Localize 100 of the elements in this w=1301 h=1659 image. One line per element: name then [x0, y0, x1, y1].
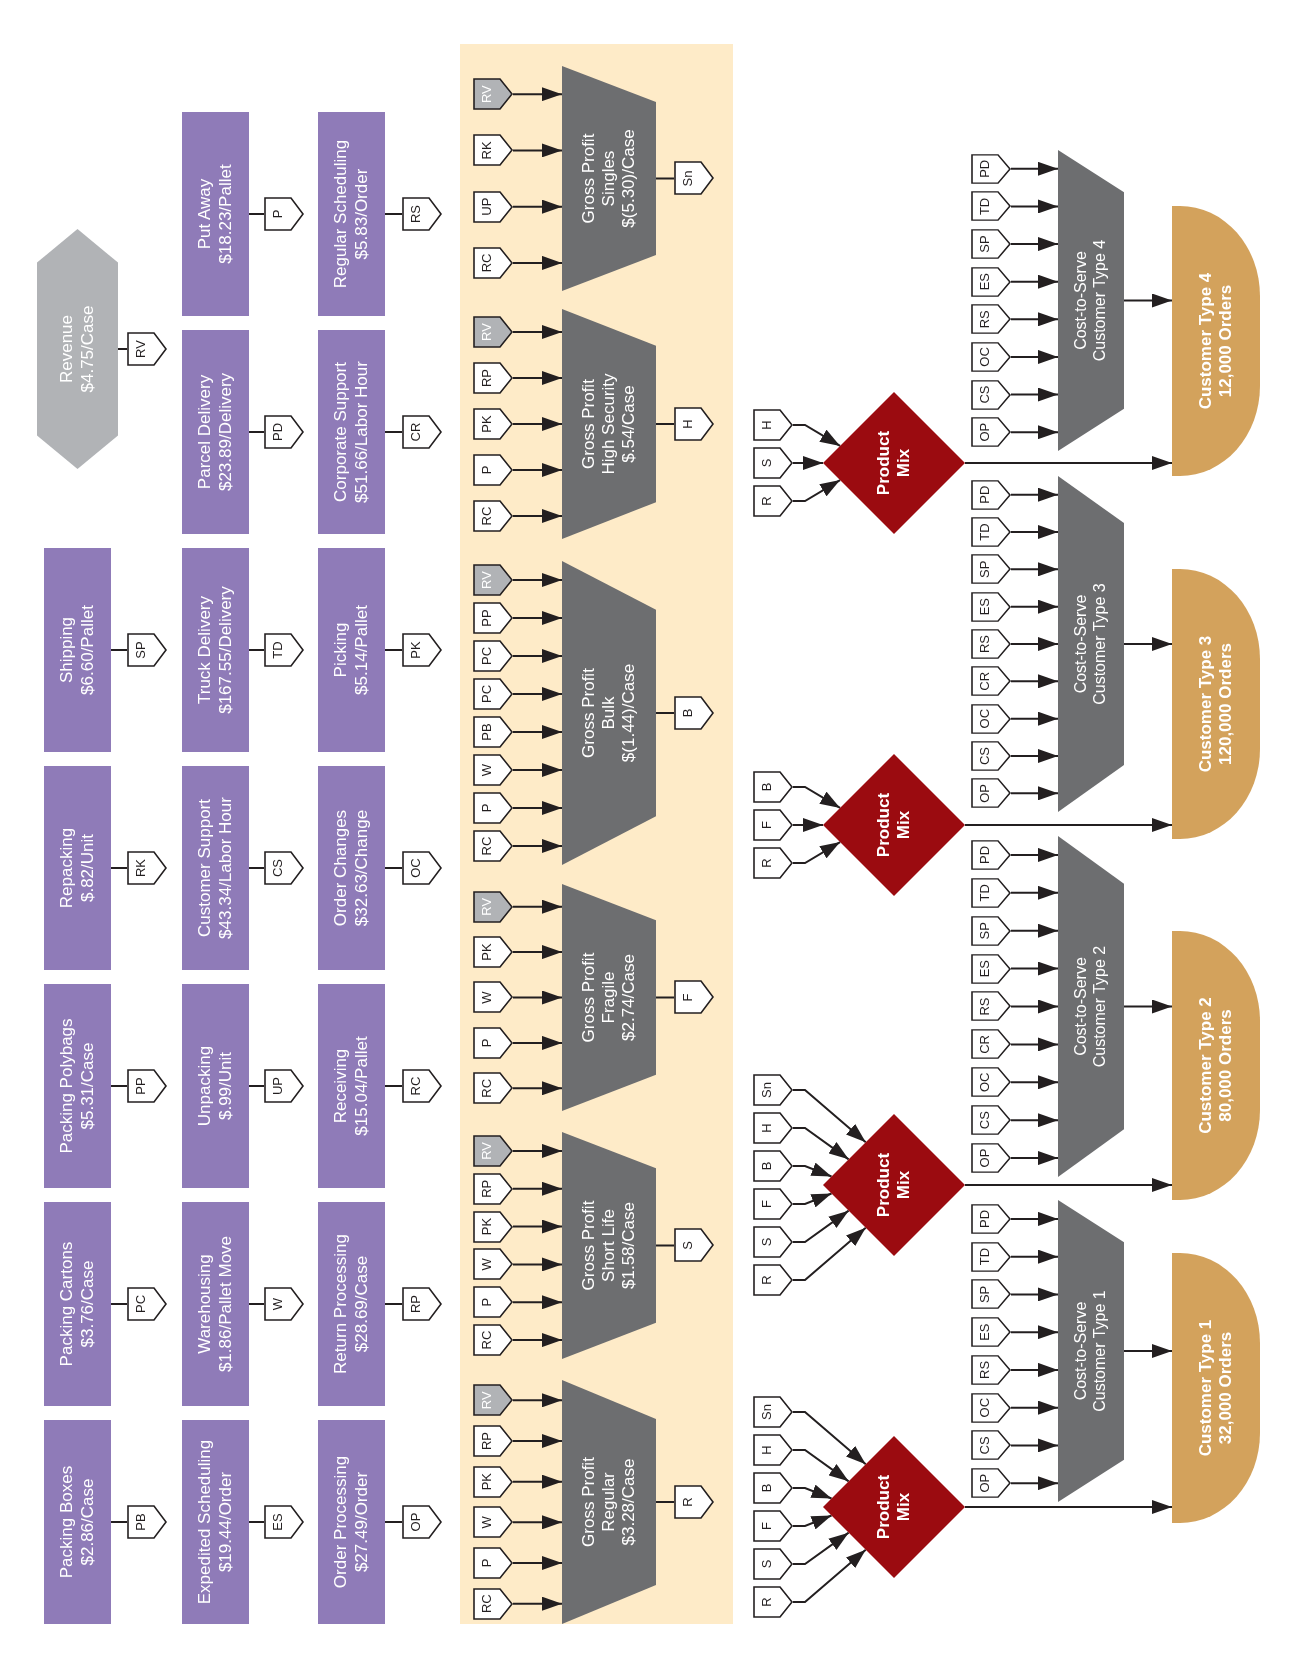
activity-box	[44, 1420, 111, 1624]
connector-tag	[971, 666, 1011, 697]
arrow	[1010, 1287, 1059, 1302]
node-label: CS	[977, 1111, 993, 1130]
node-label: PD	[270, 422, 286, 442]
node-label: Product Mix	[873, 791, 914, 860]
node-label: RC	[479, 836, 495, 856]
arrow	[1123, 999, 1173, 1014]
connector-tag	[971, 703, 1011, 734]
arrow	[1010, 847, 1059, 862]
connector-tag	[473, 678, 513, 710]
node-label: ES	[977, 959, 993, 978]
node-label: Unpacking	[195, 1045, 216, 1127]
arrow	[1010, 199, 1059, 214]
arrow	[1010, 1075, 1059, 1090]
arrow	[512, 199, 563, 214]
arrow	[512, 1393, 563, 1408]
connector-tag	[971, 1067, 1011, 1098]
node-label: $2.74/Case	[619, 954, 639, 1041]
node-label: RK	[133, 858, 149, 878]
connector-tag	[971, 915, 1011, 946]
node-label: PB	[479, 723, 495, 741]
node-label: $51.66/Labor Hour	[351, 361, 372, 503]
node-label: F	[680, 993, 696, 1002]
node-label: Customer Type 4	[1091, 239, 1109, 362]
node-label: Warehousing	[195, 1254, 216, 1354]
connector-tag	[264, 1287, 304, 1321]
connector-tag	[473, 1172, 513, 1205]
connector-tag	[971, 1430, 1011, 1461]
arrow	[792, 1127, 850, 1161]
connector-tag	[473, 640, 513, 672]
arrow	[1010, 161, 1059, 176]
arrow	[792, 479, 842, 502]
node-label: CR	[408, 422, 424, 442]
node-label: Order Processing	[331, 1455, 352, 1589]
node-label: OP	[977, 422, 993, 442]
node-label: $3.76/Case	[77, 1260, 98, 1348]
node-label: $43.34/Labor Hour	[215, 797, 236, 939]
arrow	[512, 509, 563, 523]
arrow	[792, 1484, 833, 1500]
arrow	[792, 1162, 833, 1178]
node-label: F	[759, 1200, 775, 1208]
arrow	[792, 456, 824, 470]
node-label: P	[270, 209, 286, 219]
activity-box	[182, 984, 249, 1188]
connector-tag	[753, 1226, 793, 1258]
arrow	[1123, 293, 1173, 308]
node-label: OC	[977, 347, 993, 367]
connector-line	[110, 649, 128, 651]
arrow	[512, 839, 563, 853]
node-label: RV	[479, 1391, 495, 1410]
node-label: $1.86/Pallet Move	[215, 1235, 236, 1373]
arrow	[1010, 1211, 1059, 1226]
node-label: Cost-to-Serve	[1072, 957, 1091, 1056]
node-label: OC	[977, 1397, 993, 1418]
arrow	[512, 763, 563, 777]
node-label: PK	[479, 943, 495, 961]
connector-line	[384, 213, 403, 215]
node-label: PP	[479, 609, 495, 627]
connector-line	[384, 867, 403, 869]
node-label: Parcel Delivery	[195, 374, 216, 490]
node-label: TD	[977, 523, 993, 541]
connector-tag	[971, 1279, 1011, 1310]
node-label: R	[759, 1597, 775, 1607]
arrow	[1010, 1362, 1059, 1377]
connector-tag	[971, 479, 1011, 510]
connector-tag	[753, 847, 793, 879]
connector-tag	[473, 602, 513, 634]
connector-tag	[971, 229, 1011, 260]
connector-tag	[264, 633, 304, 667]
node-label: Customer Type 1	[1195, 1319, 1216, 1457]
node-label: PB	[133, 1513, 149, 1531]
node-label: TD	[977, 884, 993, 902]
arrow	[1010, 237, 1059, 252]
node-label: High Security	[598, 373, 619, 475]
node-label: RC	[479, 1078, 495, 1098]
connector-tag	[753, 1434, 793, 1466]
arrow	[512, 1333, 563, 1348]
connector-tag	[674, 407, 714, 441]
node-label: Customer Type 3	[1091, 583, 1109, 705]
node-label: RC	[479, 1594, 495, 1614]
node-label: $5.14/Pallet	[351, 605, 372, 695]
node-label: $1.58/Case	[619, 1202, 639, 1289]
arrow	[792, 1209, 850, 1243]
activity-box	[318, 1202, 385, 1406]
connector-tag	[971, 591, 1011, 622]
arrow	[512, 1596, 563, 1611]
node-label: Sn	[759, 1404, 775, 1420]
arrow	[512, 687, 563, 701]
connector-tag	[473, 1248, 513, 1281]
node-label: SP	[133, 641, 149, 659]
connector-tag	[473, 246, 513, 279]
node-label: Customer Type 1	[1091, 1290, 1109, 1412]
connector-tag	[473, 981, 513, 1014]
arrow	[1123, 637, 1173, 651]
arrow	[1010, 1476, 1059, 1491]
activity-box	[182, 112, 249, 316]
arrow	[512, 725, 563, 739]
node-label: Packing Cartons	[57, 1241, 78, 1367]
arrow	[512, 945, 563, 960]
